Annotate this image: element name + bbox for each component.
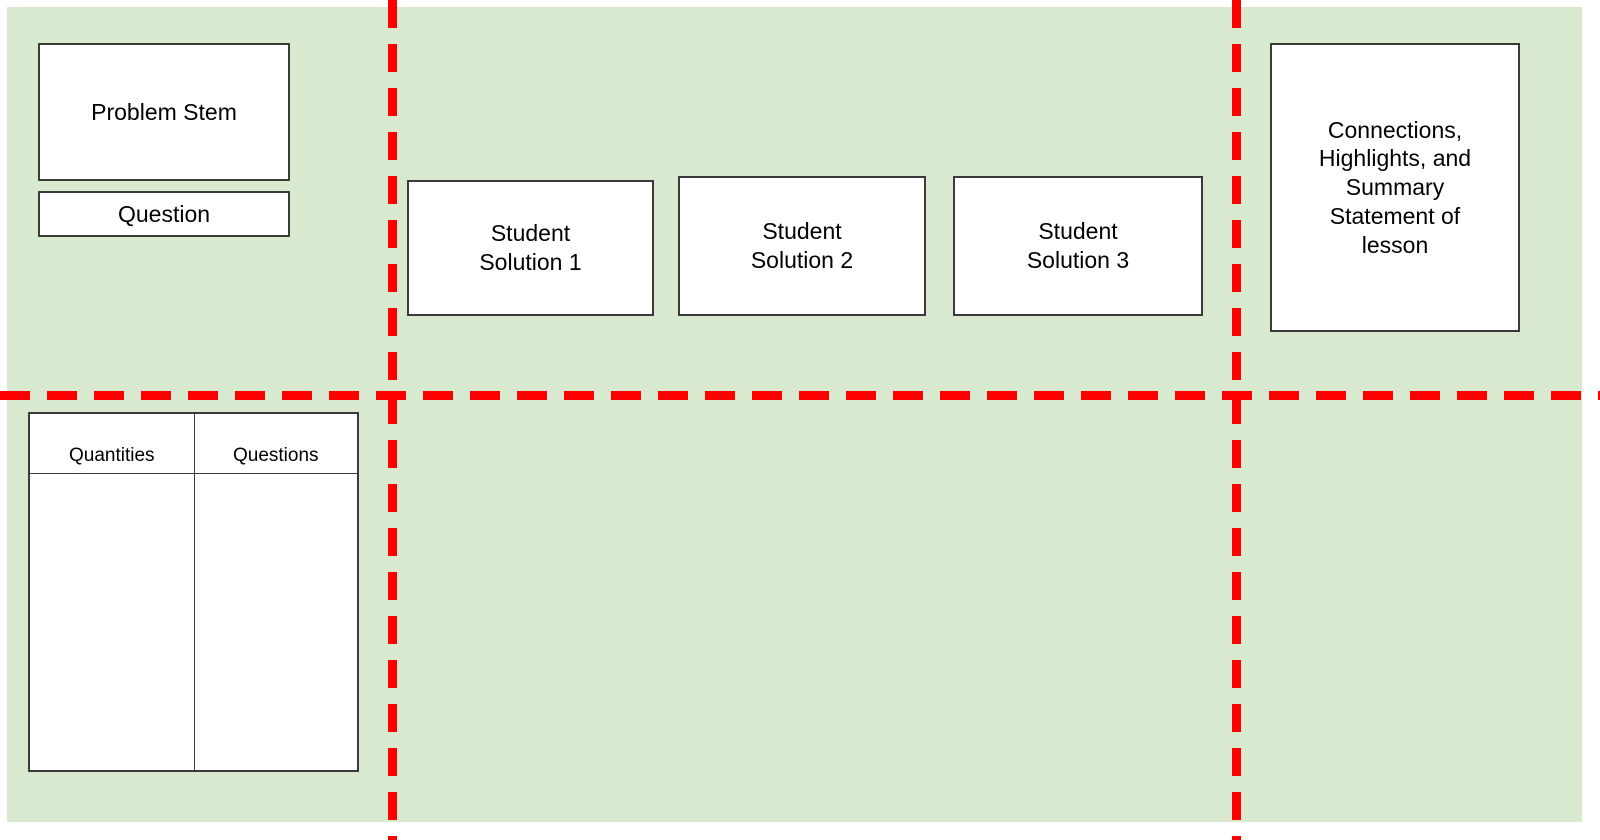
column-header-questions: Questions <box>193 412 359 474</box>
student-solution-2-card[interactable]: Student Solution 2 <box>678 176 926 316</box>
connections-summary-card[interactable]: Connections, Highlights, and Summary Sta… <box>1270 43 1520 332</box>
vertical-divider-left <box>388 0 397 840</box>
column-header-quantities: Quantities <box>28 412 195 474</box>
table-body <box>28 472 359 772</box>
horizontal-divider <box>0 391 1600 400</box>
question-card[interactable]: Question <box>38 191 290 237</box>
quantities-questions-table[interactable]: Quantities Questions <box>28 412 359 772</box>
student-solution-3-card[interactable]: Student Solution 3 <box>953 176 1203 316</box>
cell-quantities[interactable] <box>28 472 195 772</box>
table-header: Quantities Questions <box>28 412 359 474</box>
student-solution-1-card[interactable]: Student Solution 1 <box>407 180 654 316</box>
problem-stem-card[interactable]: Problem Stem <box>38 43 290 181</box>
vertical-divider-right <box>1232 0 1241 840</box>
table-header-row: Quantities Questions <box>28 412 359 474</box>
table-row <box>28 472 359 772</box>
cell-questions[interactable] <box>193 472 359 772</box>
